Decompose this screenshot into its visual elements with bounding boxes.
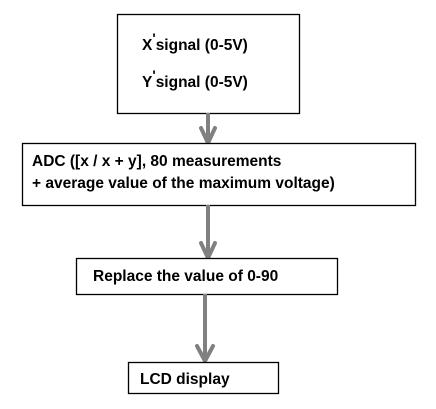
arrow-3-head [195, 344, 215, 363]
replace-label: Replace the value of 0-90 [93, 268, 278, 285]
adc-box [21, 142, 417, 207]
arrow-adc-to-replace [199, 205, 217, 260]
x-signal-text: signal (0-5V) [156, 37, 248, 54]
lcd-label: LCD display [140, 371, 230, 388]
signals-box [116, 13, 301, 115]
arrow-signals-to-adc [199, 113, 217, 145]
y-signal-text: signal (0-5V) [156, 74, 248, 91]
replace-node: Replace the value of 0-90 [75, 257, 339, 296]
lcd-node: LCD display [127, 361, 280, 395]
x-signal-prefix: X [142, 37, 153, 54]
replace-box [75, 257, 339, 296]
arrow-replace-to-lcd [195, 294, 215, 363]
y-signal-prefix: Y [142, 74, 153, 91]
y-signal-prime: ' [152, 67, 155, 83]
adc-line-1: ADC ([x / x + y], 80 measurements [32, 153, 281, 170]
x-signal-label: X'signal (0-5V) [142, 30, 248, 54]
adc-node: ADC ([x / x + y], 80 measurements + aver… [21, 142, 417, 207]
x-signal-prime: ' [152, 30, 155, 46]
signals-node: X'signal (0-5V) Y'signal (0-5V) [116, 13, 301, 115]
lcd-box [127, 361, 280, 395]
y-signal-label: Y'signal (0-5V) [142, 67, 248, 91]
adc-line-2: + average value of the maximum voltage) [32, 175, 335, 192]
